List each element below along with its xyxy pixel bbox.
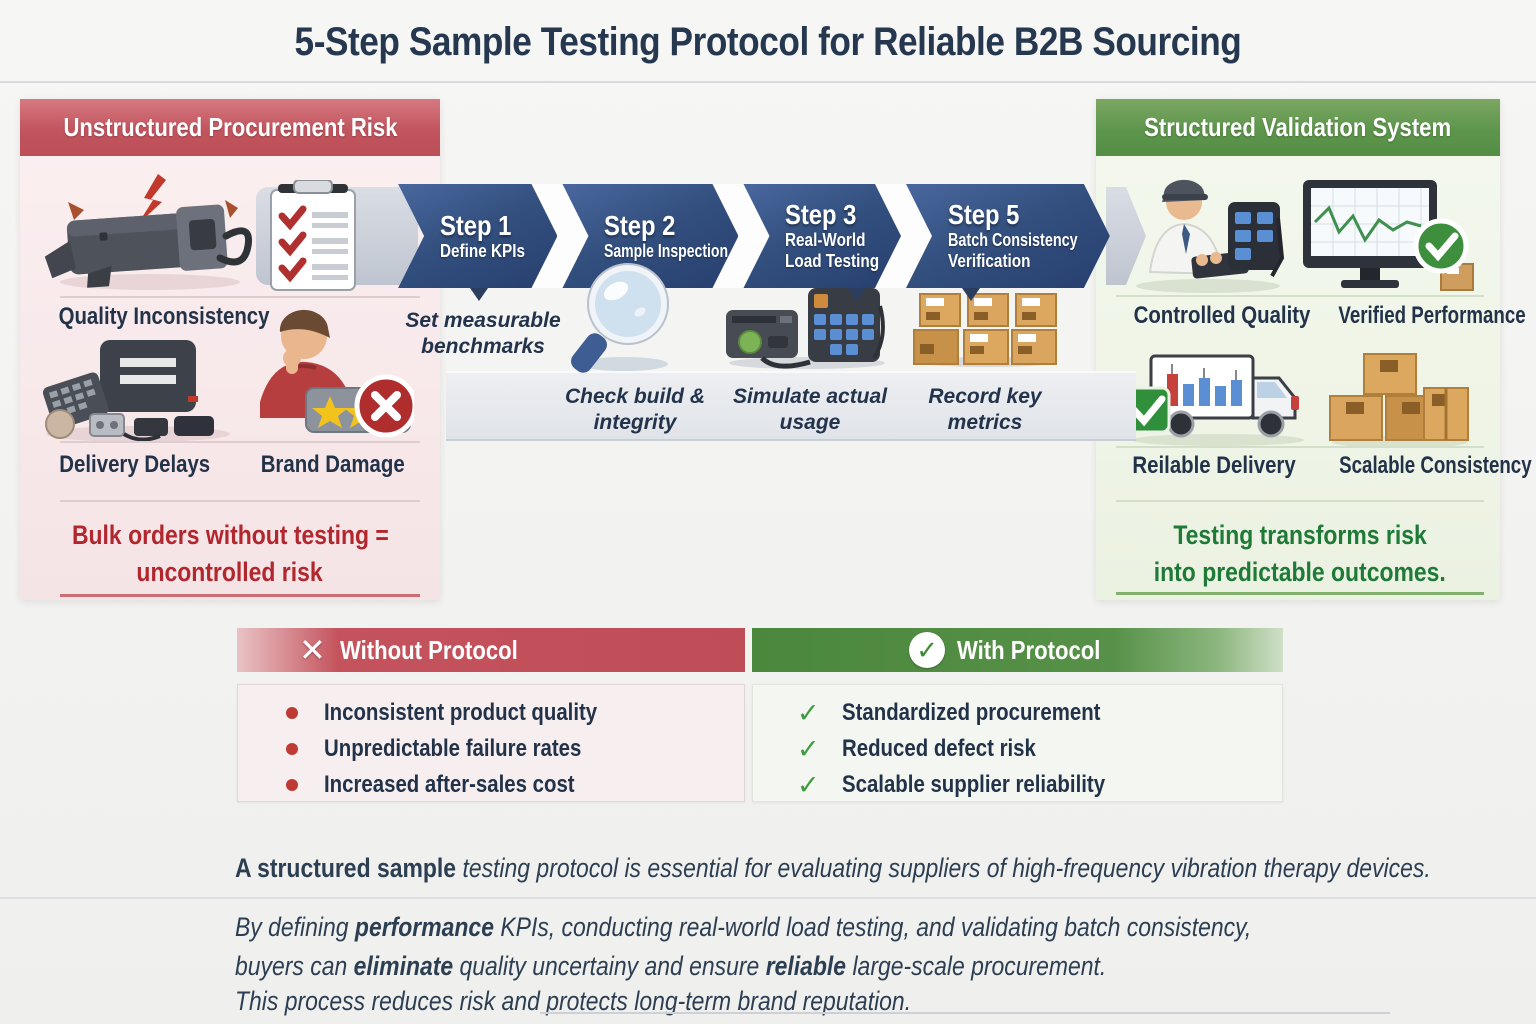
disappointed-customer-icon [260, 309, 414, 438]
divider [1116, 446, 1484, 448]
divider [60, 441, 420, 443]
divider [1116, 295, 1484, 297]
structured-validation-panel: Structured Validation System [1096, 99, 1500, 600]
validation-panel-footer-rule [1116, 592, 1484, 595]
list-item: Increased after-sales cost [238, 767, 744, 803]
label-quality-inconsistency: Quality Inconsistency [58, 303, 270, 330]
list-item: ✓Standardized procurement [797, 697, 1101, 728]
magnifier-icon [571, 263, 669, 373]
risk-panel-footer-rule [60, 594, 420, 597]
bullet-icon [286, 707, 298, 719]
footer-paragraph-2: By defining performance KPIs, conducting… [235, 912, 1252, 981]
step-5-caption: Record key metrics [928, 385, 1042, 434]
x-icon: ✕ [299, 632, 326, 668]
list-item: Unpredictable failure rates [238, 731, 744, 767]
bottom-rule [540, 1012, 1390, 1014]
checklist-icon [270, 180, 356, 291]
load-testing-device-icon [726, 288, 885, 369]
list-item: Inconsistent product quality [238, 695, 744, 731]
label-delivery-delays: Delivery Delays [59, 451, 211, 478]
step-arrows: Step 1 Define KPIs Step 2 Sample Inspect… [398, 184, 1110, 288]
without-protocol-list: Inconsistent product quality Unpredictab… [237, 684, 745, 802]
divider [1116, 500, 1484, 502]
step-1-pointer [470, 288, 488, 301]
step-1-arrow: Step 1 Define KPIs [398, 184, 557, 288]
risk-statement: Bulk orders without testing = uncontroll… [71, 520, 389, 587]
step-captions-strip [446, 371, 1136, 441]
delivery-truck-icon [1123, 354, 1304, 446]
broken-devices-pile-icon [42, 340, 230, 442]
footer-divider [0, 897, 1536, 899]
label-verified-performance: Verified Performance [1338, 302, 1526, 329]
step-2-caption: Check build & integrity [564, 385, 706, 434]
without-protocol-header: ✕ Without Protocol [237, 628, 745, 672]
label-scalable-consistency: Scalable Consistency [1339, 452, 1532, 479]
check-icon: ✓ [797, 733, 820, 764]
technician-icon [1136, 179, 1285, 293]
check-circle-icon: ✓ [909, 632, 946, 668]
bullet-icon [286, 779, 298, 791]
risk-panel-header: Unstructured Procurement Risk [20, 99, 440, 156]
with-protocol-header: ✓ With Protocol [752, 628, 1283, 672]
broken-device-icon [44, 174, 252, 290]
label-brand-damage: Brand Damage [261, 451, 405, 478]
with-protocol-list: ✓Standardized procurement ✓Reduced defec… [752, 684, 1283, 802]
list-item: ✓Scalable supplier reliability [797, 769, 1105, 800]
step-3-caption: Simulate actual usage [732, 385, 888, 434]
title-divider [0, 81, 1536, 83]
divider [60, 500, 420, 502]
bullet-icon [286, 743, 298, 755]
footer-paragraph-1: A structured sample testing protocol is … [235, 853, 1431, 883]
validation-statement: Testing transforms risk into predictable… [1153, 520, 1447, 587]
performance-monitor-icon [1303, 180, 1474, 291]
unstructured-risk-panel: Unstructured Procurement Risk [20, 99, 440, 600]
consistent-boxes-icon [1329, 353, 1469, 448]
validation-panel-header: Structured Validation System [1096, 99, 1500, 156]
footer-paragraph-3: This process reduces risk and protects l… [235, 986, 912, 1016]
check-icon: ✓ [797, 697, 820, 728]
step-1-caption: Set measurable benchmarks [405, 309, 561, 358]
label-reliable-delivery: Reilable Delivery [1132, 452, 1296, 479]
page-title: 5-Step Sample Testing Protocol for Relia… [294, 20, 1242, 64]
label-controlled-quality: Controlled Quality [1133, 302, 1311, 329]
check-icon: ✓ [797, 769, 820, 800]
sample-batch-boxes-icon [913, 293, 1057, 367]
list-item: ✓Reduced defect risk [797, 733, 1036, 764]
divider [60, 296, 420, 298]
